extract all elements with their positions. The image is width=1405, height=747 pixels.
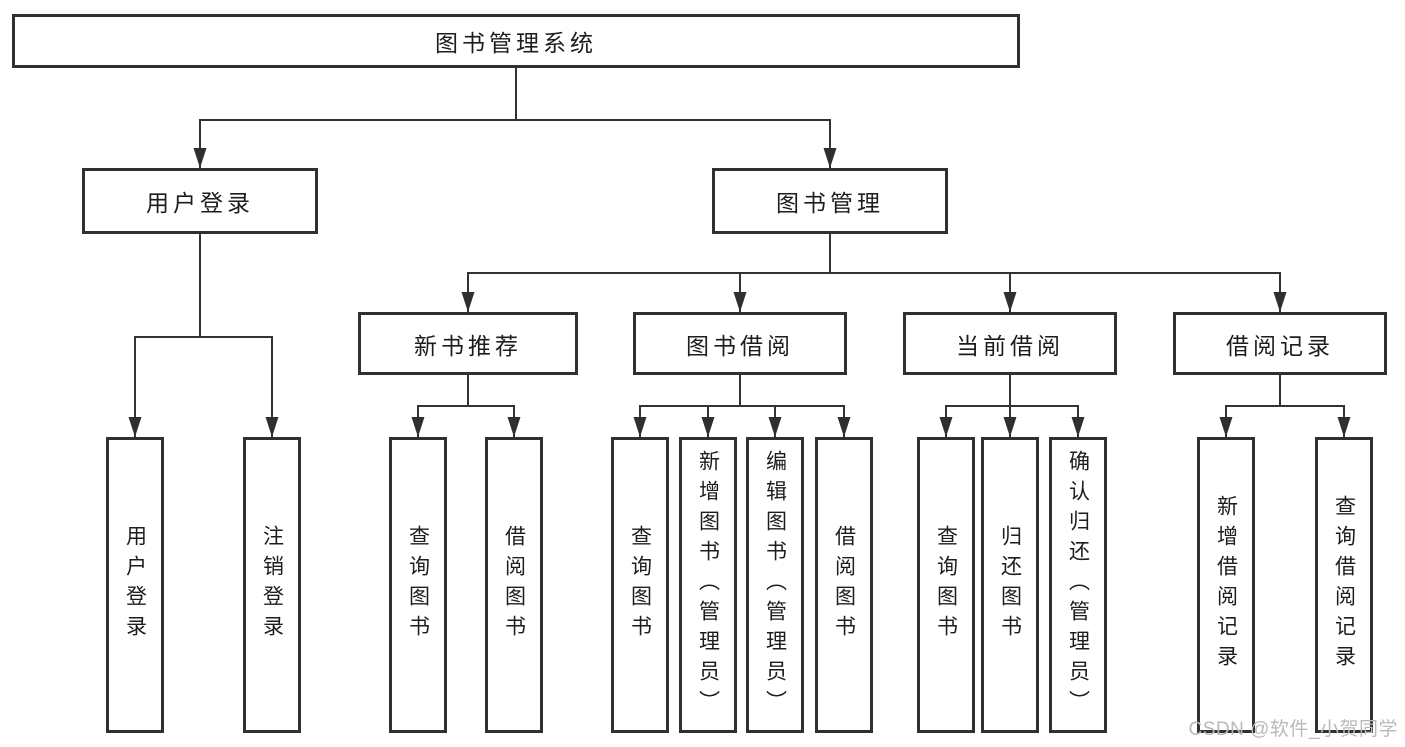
connector-new-book-recommend-group	[411, 374, 521, 438]
leaf-recommend-borrow-books: 借阅图书	[485, 437, 543, 733]
leaf-query-borrow-record: 查询借阅记录	[1315, 437, 1373, 733]
leaf-recommend-borrow-books-label: 借阅图书	[502, 525, 526, 645]
node-borrow-records: 借阅记录	[1173, 312, 1387, 375]
leaf-add-books-admin: 新增图书（管理员）	[679, 437, 737, 733]
leaf-borrow-books-label: 借阅图书	[832, 525, 856, 645]
connector-user-login-group	[128, 233, 279, 438]
leaf-add-borrow-record-label: 新增借阅记录	[1214, 495, 1238, 675]
node-book-borrow: 图书借阅	[633, 312, 847, 375]
leaf-add-borrow-record: 新增借阅记录	[1197, 437, 1255, 733]
node-user-login: 用户登录	[82, 168, 318, 234]
leaf-logout: 注销登录	[243, 437, 301, 733]
connector-current-borrow-group	[939, 374, 1085, 438]
node-root-label: 图书管理系统	[435, 30, 597, 56]
leaf-add-books-admin-label: 新增图书（管理员）	[696, 450, 720, 720]
connector-borrow-records-group	[1219, 374, 1351, 438]
leaf-confirm-return-admin-label: 确认归还（管理员）	[1066, 450, 1090, 720]
node-book-borrow-label: 图书借阅	[686, 332, 794, 359]
leaf-return-books-label: 归还图书	[998, 525, 1022, 645]
leaf-user-login: 用户登录	[106, 437, 164, 733]
leaf-return-books: 归还图书	[981, 437, 1039, 733]
leaf-current-query-books: 查询图书	[917, 437, 975, 733]
leaf-borrow-query-books: 查询图书	[611, 437, 669, 733]
leaf-current-query-books-label: 查询图书	[934, 525, 958, 645]
leaf-borrow-books: 借阅图书	[815, 437, 873, 733]
node-user-login-label: 用户登录	[146, 190, 254, 216]
connector-book-management-group	[461, 233, 1287, 313]
node-current-borrow-label: 当前借阅	[956, 332, 1064, 359]
leaf-recommend-query-books: 查询图书	[389, 437, 447, 733]
leaf-recommend-query-books-label: 查询图书	[406, 525, 430, 645]
leaf-user-login-label: 用户登录	[123, 525, 147, 645]
node-book-management-label: 图书管理	[776, 190, 884, 216]
node-current-borrow: 当前借阅	[903, 312, 1117, 375]
node-new-book-recommend-label: 新书推荐	[414, 332, 522, 359]
leaf-query-borrow-record-label: 查询借阅记录	[1332, 495, 1356, 675]
leaf-logout-label: 注销登录	[260, 525, 284, 645]
connector-root-group	[193, 67, 837, 169]
leaf-edit-books-admin-label: 编辑图书（管理员）	[763, 450, 787, 720]
leaf-edit-books-admin: 编辑图书（管理员）	[746, 437, 804, 733]
node-borrow-records-label: 借阅记录	[1226, 332, 1334, 359]
node-new-book-recommend: 新书推荐	[358, 312, 578, 375]
csdn-watermark: CSDN @软件_小贺同学	[1188, 719, 1398, 740]
leaf-confirm-return-admin: 确认归还（管理员）	[1049, 437, 1107, 733]
leaf-borrow-query-books-label: 查询图书	[628, 525, 652, 645]
node-root: 图书管理系统	[12, 14, 1020, 68]
connector-book-borrow-group	[633, 374, 851, 438]
node-book-management: 图书管理	[712, 168, 948, 234]
